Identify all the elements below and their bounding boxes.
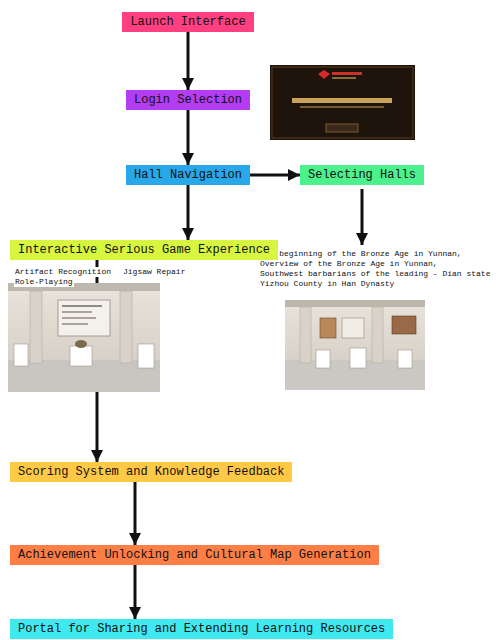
label-group: Artifact Recognition Jigsaw RepairRole-Pl… (14, 267, 264, 287)
flow-arrow (187, 32, 190, 90)
feature-label: Role-Playing (14, 277, 74, 287)
box-text: Launch Interface (130, 15, 245, 29)
gallery-screenshot (8, 283, 160, 392)
box-text: Portal for Sharing and Extending Learnin… (18, 622, 385, 636)
leader-arrow (361, 189, 364, 245)
process-box: Scoring System and Knowledge Feedback (10, 462, 292, 482)
process-box: Portal for Sharing and Extending Learnin… (10, 619, 393, 639)
flow-arrow (250, 174, 300, 177)
feature-label: Jigsaw Repair (122, 267, 186, 277)
flow-arrow (134, 482, 137, 545)
box-text: Selecting Halls (308, 168, 416, 182)
process-box: Hall Navigation (126, 165, 250, 185)
process-box: Achievement Unlocking and Cultural Map G… (10, 545, 379, 565)
label-group: The beginning of the Bronze Age in Yunna… (260, 249, 494, 289)
flow-arrow (134, 565, 137, 619)
flow-arrow (187, 110, 190, 165)
box-text: Login Selection (134, 93, 242, 107)
title-screenshot (270, 65, 415, 140)
box-text: Scoring System and Knowledge Feedback (18, 465, 284, 479)
process-box: Launch Interface (122, 12, 253, 32)
box-text: Achievement Unlocking and Cultural Map G… (18, 548, 371, 562)
process-box: Interactive Serious Game Experience (10, 240, 278, 260)
process-box: Selecting Halls (300, 165, 424, 185)
feature-label: Artifact Recognition (14, 267, 112, 277)
box-text: Hall Navigation (134, 168, 242, 182)
hall-label: Southwest barbarians of the leading - Di… (260, 269, 494, 279)
hall-label: Overview of the Bronze Age in Yunnan, (260, 259, 494, 269)
hall-label: The beginning of the Bronze Age in Yunna… (260, 249, 494, 259)
flow-arrow (187, 185, 190, 240)
hall-label: Yizhou County in Han Dynasty (260, 279, 494, 289)
box-text: Interactive Serious Game Experience (18, 243, 270, 257)
gallery-screenshot (285, 300, 425, 390)
process-box: Login Selection (126, 90, 250, 110)
